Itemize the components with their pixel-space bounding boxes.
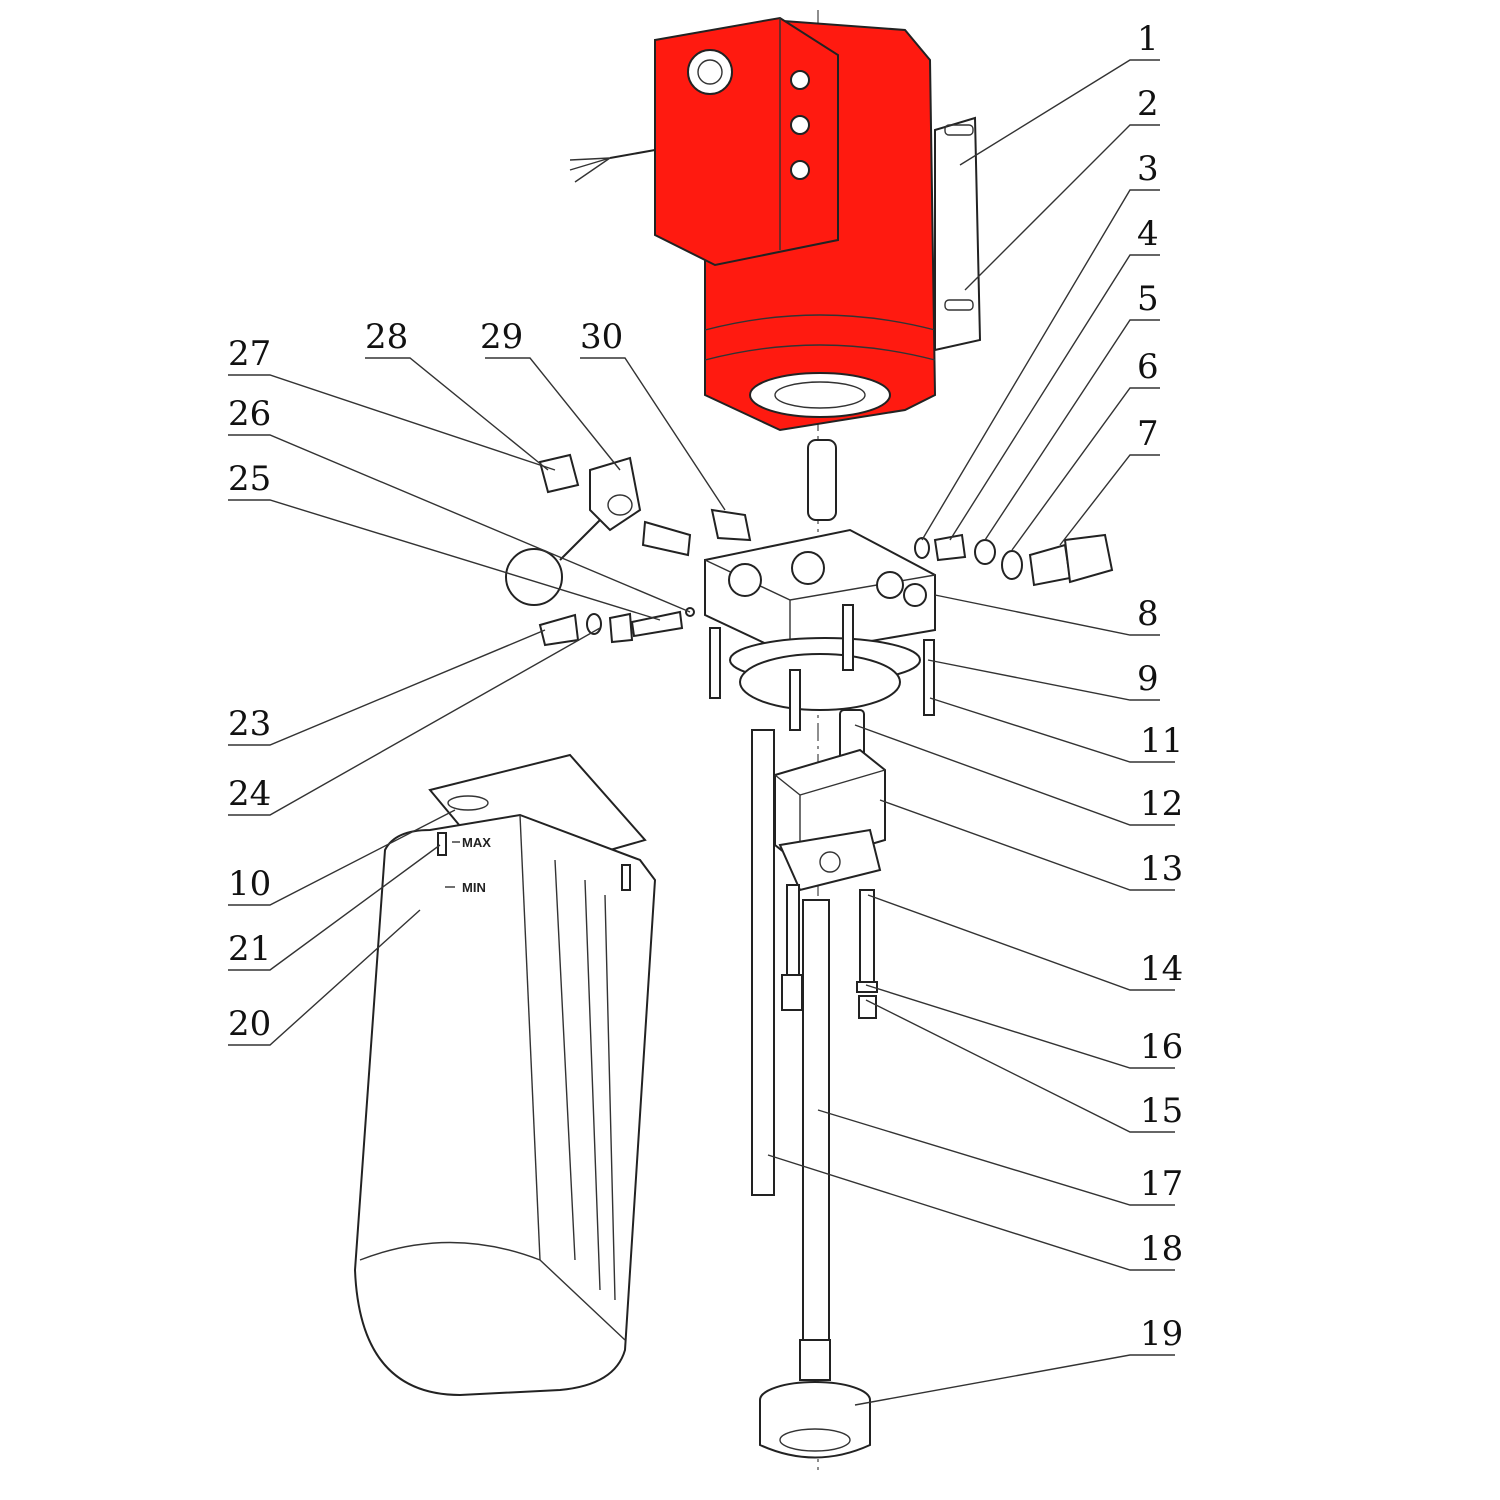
callout-14: 14 — [1140, 949, 1183, 989]
tank-bolt-21 — [437, 832, 447, 856]
callout-18: 18 — [1140, 1229, 1183, 1269]
valve-body-7 — [1028, 543, 1072, 587]
callout-29: 29 — [480, 317, 523, 357]
callout-labels: 1 2 3 4 5 6 7 8 9 11 12 13 14 16 15 17 1… — [228, 19, 1183, 1354]
valve-manifold-block — [704, 528, 936, 711]
fitting-23 — [538, 613, 580, 647]
tube-fitting — [799, 1339, 831, 1381]
washer-3 — [914, 537, 930, 559]
motor-switch-button — [687, 49, 733, 95]
gear-pump — [774, 709, 886, 1019]
callout-4: 4 — [1137, 214, 1159, 254]
valve-cartridge — [641, 520, 692, 557]
callout-24: 24 — [228, 774, 271, 814]
coupling-shaft — [807, 439, 837, 521]
max-level-mark: MAX — [462, 835, 491, 850]
callout-30: 30 — [580, 317, 623, 357]
oil-tank: MAX MIN — [353, 753, 657, 1397]
callout-21: 21 — [228, 929, 271, 969]
motor-cable — [609, 149, 656, 159]
callout-27: 27 — [228, 334, 271, 374]
return-tube-18 — [751, 729, 775, 1196]
motor-mounting-bracket — [934, 116, 982, 352]
relief-valve-assembly — [914, 533, 1114, 587]
leader-lines — [767, 59, 1175, 1406]
nut-28 — [538, 453, 580, 494]
callout-12: 12 — [1140, 784, 1183, 824]
seal-ring-9 — [739, 653, 901, 711]
callout-7: 7 — [1137, 414, 1159, 454]
mounting-bolts — [709, 604, 935, 731]
electric-motor — [569, 16, 982, 521]
callout-8: 8 — [1137, 594, 1159, 634]
release-valve-assembly — [505, 453, 752, 647]
callout-3: 3 — [1137, 149, 1159, 189]
callout-23: 23 — [228, 704, 271, 744]
callout-1: 1 — [1137, 19, 1159, 59]
washer-6 — [1001, 550, 1023, 580]
callout-11: 11 — [1140, 721, 1183, 761]
valve-cap — [1063, 533, 1114, 584]
suction-tube-17 — [802, 899, 830, 1361]
spring-5 — [974, 539, 996, 565]
pump-bolt-14 — [859, 889, 875, 986]
callout-28: 28 — [365, 317, 408, 357]
callout-6: 6 — [1137, 347, 1159, 387]
callout-15: 15 — [1140, 1091, 1183, 1131]
callout-17: 17 — [1140, 1164, 1183, 1204]
tank-filler-cap — [447, 795, 489, 811]
callout-19: 19 — [1140, 1314, 1183, 1354]
callout-16: 16 — [1140, 1027, 1183, 1067]
callout-13: 13 — [1140, 849, 1183, 889]
callout-5: 5 — [1137, 279, 1159, 319]
callout-9: 9 — [1137, 659, 1159, 699]
nut-15 — [858, 995, 877, 1019]
plug-4 — [933, 533, 967, 562]
callout-10: 10 — [228, 864, 271, 904]
washer-16 — [856, 981, 878, 993]
spring-25 — [630, 610, 684, 638]
suction-and-return-tubes — [751, 729, 871, 1459]
callout-20: 20 — [228, 1004, 271, 1044]
lever-knob — [505, 548, 563, 606]
leader-lines-left — [228, 357, 726, 1046]
lever-29 — [589, 456, 642, 532]
callout-2: 2 — [1137, 84, 1159, 124]
callout-25: 25 — [228, 459, 271, 499]
min-level-mark: MIN — [462, 880, 486, 895]
callout-26: 26 — [228, 394, 271, 434]
plug-30 — [710, 508, 752, 542]
